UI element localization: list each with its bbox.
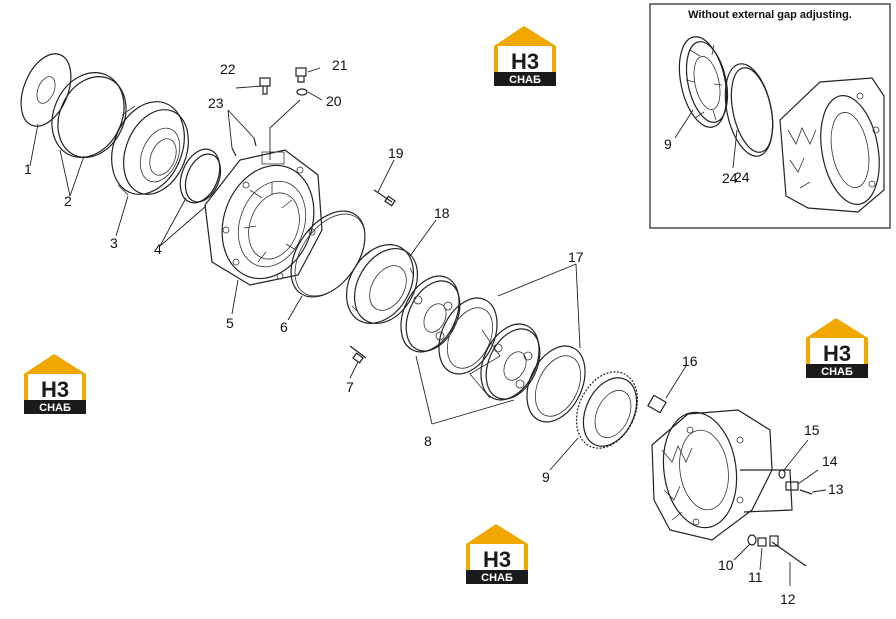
logo-brand-bottom: CHAБ: [39, 402, 71, 414]
part-7-bolt: [349, 345, 367, 364]
part-10-washer: [747, 534, 757, 546]
logo-brand-top: H3: [41, 377, 69, 402]
part-14-clip: [785, 481, 799, 491]
callout-11: 11: [748, 569, 763, 585]
callout-3: 3: [110, 235, 118, 251]
part-6-o-ring: [290, 210, 366, 298]
logo-brand-top: H3: [511, 49, 539, 74]
part-9-gear-ring: [575, 371, 639, 449]
callout-4: 4: [154, 241, 162, 257]
callout-16: 16: [682, 353, 698, 369]
logo-watermark-bottom: H3 CHAБ: [466, 524, 528, 584]
callout-13: 13: [828, 481, 844, 497]
part-5-housing: [204, 149, 323, 286]
callout-24: 24: [734, 169, 750, 185]
callout-8: 8: [424, 433, 432, 449]
logo-brand-top: H3: [483, 547, 511, 572]
part-16-plug: [647, 394, 667, 414]
part-12-bolt: [769, 535, 807, 567]
callout-1: 1: [24, 161, 32, 177]
inset-panel: Without external gap adjusting. 9 24: [649, 3, 891, 229]
part-11-nut: [757, 537, 767, 547]
inset-title: Without external gap adjusting.: [688, 9, 852, 21]
callout-17: 17: [568, 249, 584, 265]
part-17-steel-plate-b: [526, 345, 586, 423]
callout-20: 20: [326, 93, 342, 109]
part-1-shim: [20, 53, 72, 127]
part-8-friction-disc-a: [400, 275, 461, 353]
callout-22: 22: [220, 61, 236, 77]
part-3-piston: [111, 101, 189, 196]
part-15-o-ring: [778, 469, 786, 479]
part-21-plug: [295, 67, 307, 83]
axle-housing: [651, 409, 793, 541]
callout-5: 5: [226, 315, 234, 331]
part-19-bolt: [373, 189, 396, 207]
callout-6: 6: [280, 319, 288, 335]
part-13-screw: [799, 489, 813, 495]
logo-watermark-top: H3 CHAБ: [494, 26, 556, 86]
part-2-o-rings: [51, 72, 127, 158]
part-22-breather: [259, 77, 271, 95]
inset-part-24: [724, 63, 774, 157]
logo-brand-top: H3: [823, 341, 851, 366]
part-8-friction-disc-b: [469, 323, 541, 401]
callout-inset-9: 9: [664, 136, 672, 152]
leader-lines: [29, 67, 827, 586]
callout-21: 21: [332, 57, 348, 73]
inset-housing: [779, 77, 885, 213]
callout-15: 15: [804, 422, 820, 438]
part-4-seal-rings: [179, 148, 222, 204]
part-23-screws: [231, 137, 257, 157]
logo-brand-bottom: CHAБ: [821, 366, 853, 378]
callouts: 1 2 3 4 5 6 7 8 9 10 11 12 13 14 15 16 1…: [24, 57, 844, 607]
part-20-washer: [296, 88, 308, 96]
callout-10: 10: [718, 557, 734, 573]
logo-watermark-right: H3 CHAБ: [806, 318, 868, 378]
logo-brand-bottom: CHAБ: [509, 74, 541, 86]
logo-brand-bottom: CHAБ: [481, 572, 513, 584]
part-18-adjuster: [345, 244, 419, 324]
inset-part-9: [678, 36, 729, 128]
callout-12: 12: [780, 591, 796, 607]
callout-14: 14: [822, 453, 838, 469]
callout-19: 19: [388, 145, 404, 161]
callout-18: 18: [434, 205, 450, 221]
callout-2: 2: [64, 193, 72, 209]
logo-watermark-left: H3 CHAБ: [24, 354, 86, 414]
callout-23: 23: [208, 95, 224, 111]
callout-7: 7: [346, 379, 354, 395]
callout-9: 9: [542, 469, 550, 485]
callout-inset-24: 24: [722, 170, 738, 186]
